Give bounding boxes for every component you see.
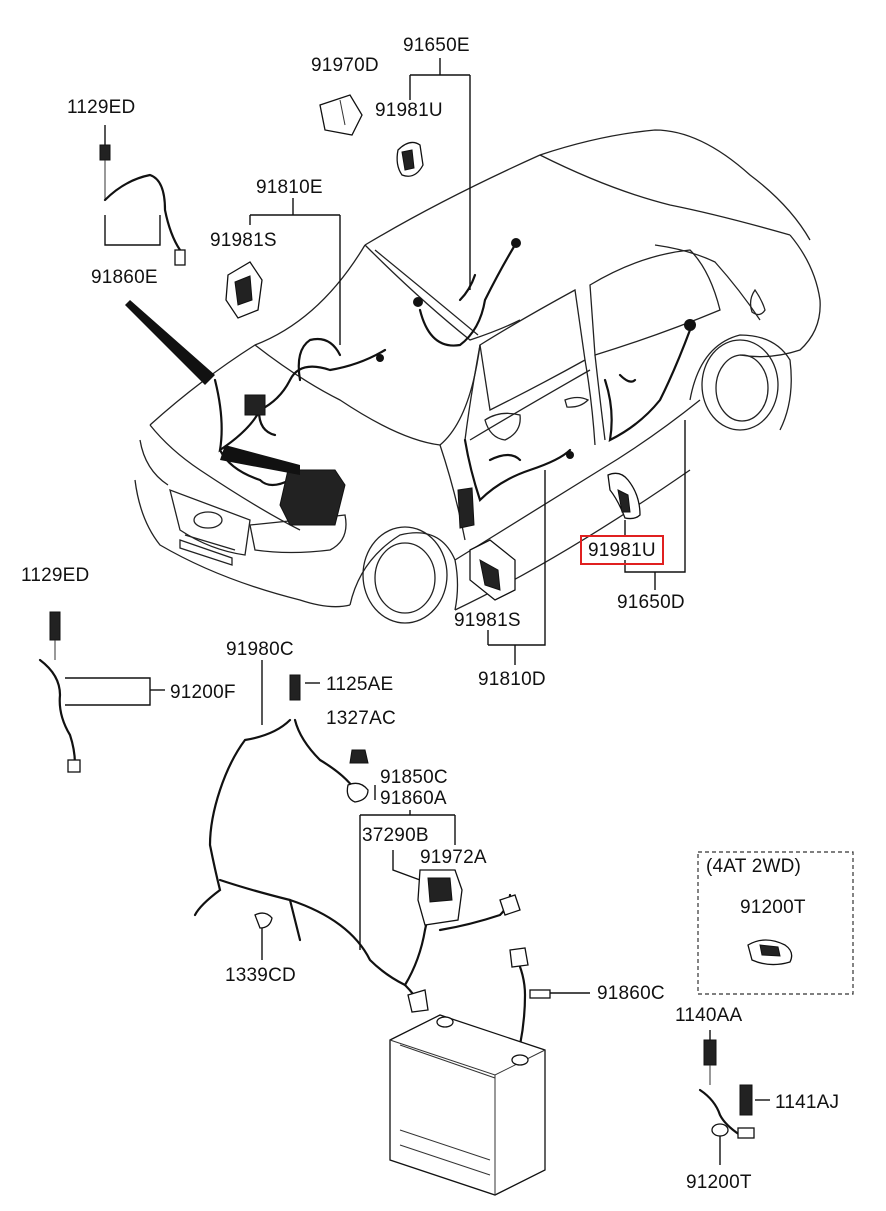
label-91200T-box: 91200T	[740, 897, 806, 918]
label-37290B: 37290B	[362, 825, 429, 846]
label-1339CD: 1339CD	[225, 965, 296, 986]
label-91850C: 91850C	[380, 767, 448, 788]
callout-lines	[65, 58, 770, 1165]
label-1327AC: 1327AC	[326, 708, 396, 729]
label-1125AE: 1125AE	[326, 674, 394, 695]
label-1140AA: 1140AA	[675, 1005, 743, 1026]
label-91981S-top: 91981S	[210, 230, 277, 251]
label-1141AJ: 1141AJ	[775, 1092, 840, 1113]
label-91650E-top: 91650E	[403, 35, 470, 56]
label-91200F: 91200F	[170, 682, 236, 703]
label-91860C: 91860C	[597, 983, 665, 1004]
label-91981U-top: 91981U	[375, 100, 443, 121]
label-91650D: 91650D	[617, 592, 685, 613]
label-1129ED-left: 1129ED	[21, 565, 90, 586]
label-91981S-bottom: 91981S	[454, 610, 521, 631]
label-91970D: 91970D	[311, 55, 379, 76]
label-91860A: 91860A	[380, 788, 447, 809]
top-parts	[99, 94, 641, 601]
label-91860E: 91860E	[91, 267, 158, 288]
label-1129ED-top: 1129ED	[67, 97, 136, 118]
label-91810D: 91810D	[478, 669, 546, 690]
bottom-left-parts	[38, 611, 551, 1196]
label-91981U-highlighted: 91981U	[580, 535, 664, 565]
label-91972A: 91972A	[420, 847, 487, 868]
4at-2wd-box	[697, 851, 854, 995]
label-91980C: 91980C	[226, 639, 294, 660]
label-91200T-bottom: 91200T	[686, 1172, 752, 1193]
bottom-right-parts	[698, 1039, 755, 1139]
label-4at-2wd: (4AT 2WD)	[706, 856, 802, 877]
label-91810E: 91810E	[256, 177, 323, 198]
car-harnesses	[125, 238, 696, 529]
